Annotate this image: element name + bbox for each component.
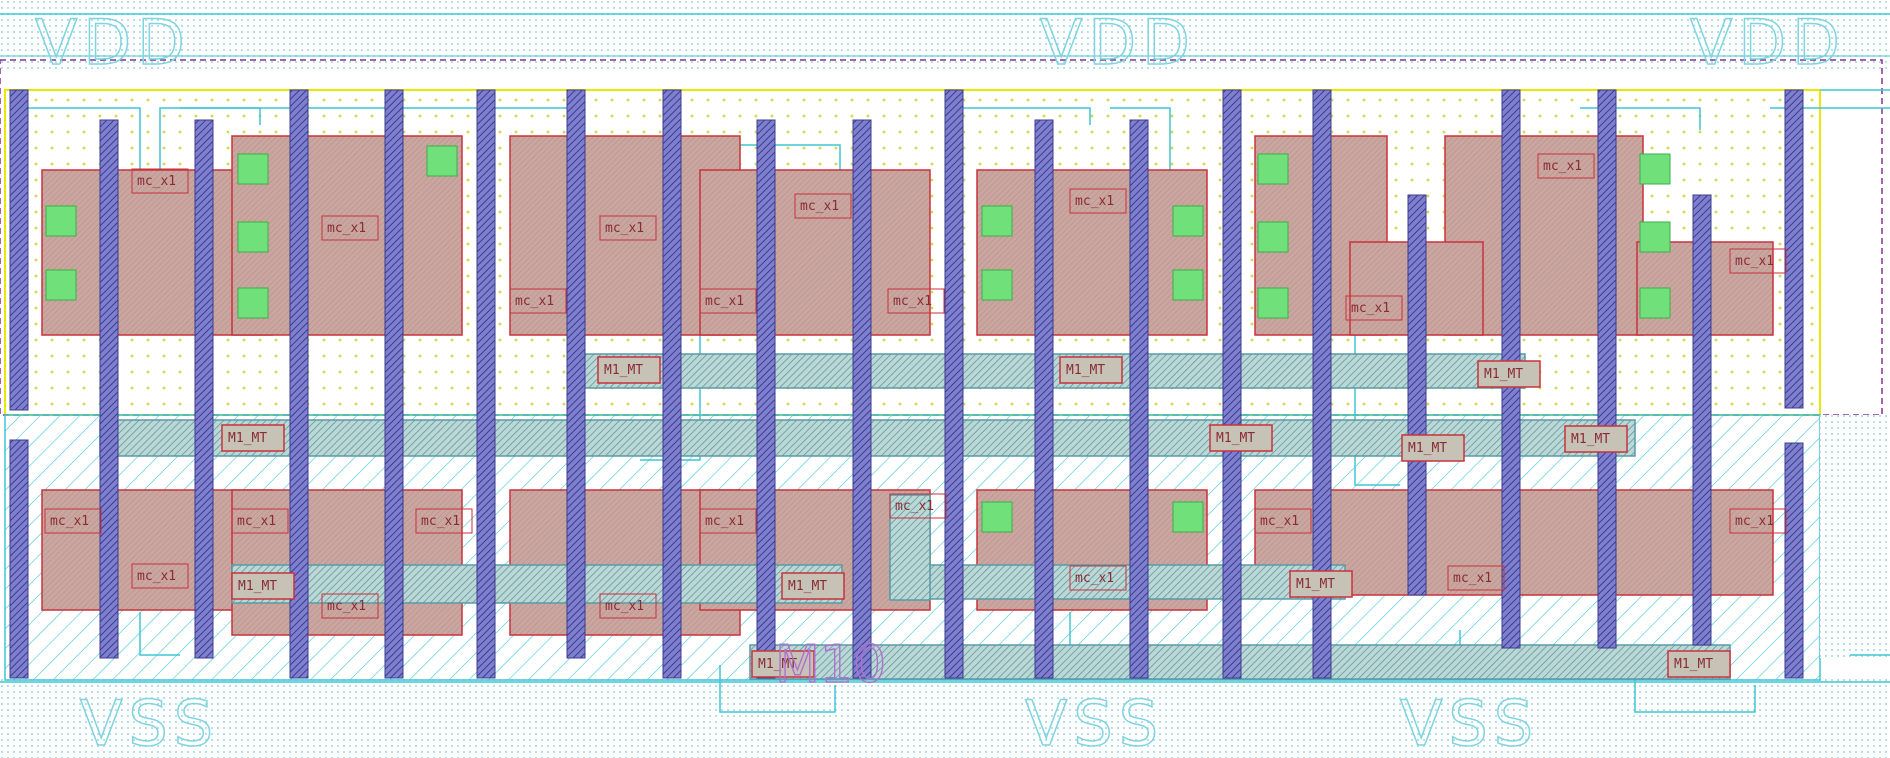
- shape-tag: mc_x1: [137, 174, 176, 189]
- vss-label-2: VSS: [1025, 687, 1164, 758]
- via-tag: M1_MT: [604, 363, 643, 378]
- shape-tag: mc_x1: [1351, 301, 1390, 316]
- via-tag: M1_MT: [1216, 431, 1255, 446]
- shape-tag-box: [1729, 508, 1787, 534]
- shape-tags: mc_x1 mc_x1 mc_x1 mc_x1 mc_x1 mc_x1 mc_x1 mc_x1…: [44, 153, 1787, 619]
- via-tag: M1_MT: [238, 579, 277, 594]
- shape-tag: mc_x1: [705, 294, 744, 309]
- cell-boundary: [0, 59, 1883, 416]
- net-label-m10: M10: [775, 635, 886, 695]
- via-tag: M1_MT: [1484, 367, 1523, 382]
- via-tag-box: [1401, 434, 1465, 462]
- shape-tag-box: [131, 168, 189, 194]
- shape-tag: mc_x1: [895, 499, 934, 514]
- via-tag: M1_MT: [758, 657, 797, 672]
- shape-tag: mc_x1: [1543, 159, 1582, 174]
- shape-tag: mc_x1: [137, 569, 176, 584]
- contacts: [45, 145, 1671, 598]
- shape-tag-box: [1069, 565, 1127, 591]
- via-tag: M1_MT: [1296, 577, 1335, 592]
- shape-tag: mc_x1: [800, 199, 839, 214]
- shape-tag-box: [699, 288, 757, 314]
- via-tag-box: [597, 356, 661, 384]
- poly-gates: [9, 89, 1804, 679]
- shape-tag-box: [1069, 188, 1127, 214]
- shape-tag: mc_x1: [421, 514, 460, 529]
- via-tag-box: [1667, 650, 1731, 678]
- shape-tag: mc_x1: [50, 514, 89, 529]
- via-tag-box: [221, 424, 285, 452]
- vdd-label-3: VDD: [1690, 6, 1846, 79]
- vdd-rail: [0, 0, 1890, 70]
- shape-tag: mc_x1: [1075, 194, 1114, 209]
- via-tag: M1_MT: [1408, 441, 1447, 456]
- vss-rail: [0, 676, 1890, 758]
- via-tag-box: [1477, 360, 1541, 388]
- shape-tag-box: [794, 193, 852, 219]
- shape-tag-box: [509, 288, 567, 314]
- via-tag-box: [1564, 425, 1628, 453]
- shape-tag-box: [1254, 508, 1312, 534]
- via-tag: M1_MT: [1066, 363, 1105, 378]
- shape-tag: mc_x1: [515, 294, 554, 309]
- shape-tag-box: [131, 563, 189, 589]
- vss-label-3: VSS: [1400, 687, 1539, 758]
- shape-tag-box: [321, 215, 379, 241]
- via-tags: M1_MT M1_MT M1_MT M1_MT M1_MT M1_MT M1_MT M1_MT…: [221, 356, 1731, 678]
- shape-tag-box: [1729, 248, 1787, 274]
- via-tag: M1_MT: [228, 431, 267, 446]
- shape-tag-box: [1345, 295, 1403, 321]
- shape-tag: mc_x1: [237, 514, 276, 529]
- vss-label-1: VSS: [80, 687, 219, 758]
- via-tag-box: [231, 572, 295, 600]
- shape-tag: mc_x1: [327, 599, 366, 614]
- shape-tag: mc_x1: [1075, 571, 1114, 586]
- shape-tag: mc_x1: [605, 221, 644, 236]
- shape-tag-box: [231, 508, 289, 534]
- vdd-label-1: VDD: [35, 6, 191, 79]
- via-tag: M1_MT: [1674, 657, 1713, 672]
- shape-tag-box: [599, 593, 657, 619]
- shape-tag-box: [415, 508, 473, 534]
- shape-tag-box: [44, 508, 102, 534]
- shape-tag-box: [1537, 153, 1595, 179]
- shape-tag: mc_x1: [1735, 514, 1774, 529]
- via-tag: M1_MT: [788, 579, 827, 594]
- via-tag: M1_MT: [1571, 432, 1610, 447]
- shape-tag-box: [699, 508, 757, 534]
- via-tag-box: [781, 572, 845, 600]
- shape-tag-box: [1447, 565, 1505, 591]
- shape-tag-box: [321, 593, 379, 619]
- via-tag-box: [1059, 356, 1123, 384]
- shape-tag: mc_x1: [1735, 254, 1774, 269]
- via-tag-box: [751, 650, 815, 678]
- shape-tag-box: [599, 215, 657, 241]
- rail-labels: VDD VDD VDD VSS VSS VSS: [34, 5, 1846, 758]
- shape-tag: mc_x1: [1453, 571, 1492, 586]
- shape-tag: mc_x1: [605, 599, 644, 614]
- via-tag-box: [1209, 424, 1273, 452]
- via-tag-box: [1289, 570, 1353, 598]
- shape-tag: mc_x1: [1260, 514, 1299, 529]
- shape-tag-box: [889, 493, 947, 519]
- shape-tag-box: [887, 288, 945, 314]
- shape-tag: mc_x1: [705, 514, 744, 529]
- vdd-label-2: VDD: [1040, 6, 1196, 79]
- shape-tag: mc_x1: [893, 294, 932, 309]
- shape-tag: mc_x1: [327, 221, 366, 236]
